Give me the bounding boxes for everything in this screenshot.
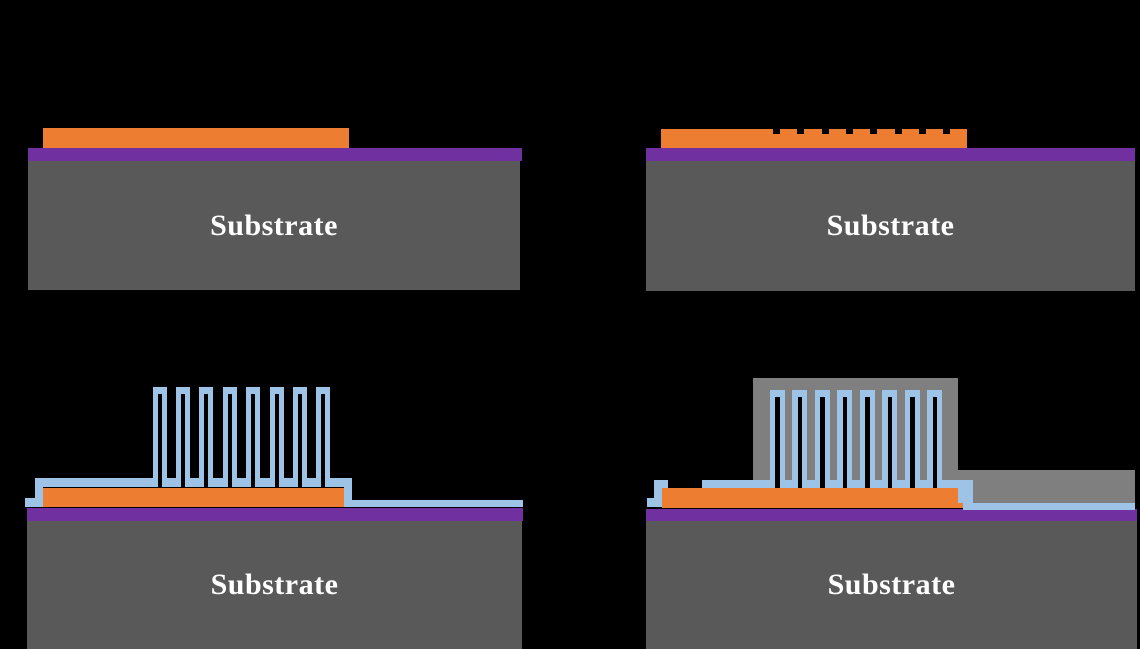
resist-notch [773,129,780,134]
conformal-film-right-strip [963,503,1135,510]
substrate-block [27,521,522,649]
fin-gap [227,394,232,488]
substrate-block [646,161,1135,291]
metal-layer [661,129,967,148]
substrate-block [28,161,520,290]
conformal-film-right-strip [352,500,523,507]
fin-gap [820,397,825,488]
fin-gap [180,394,185,488]
fin-gap [251,394,256,488]
resist-notch [943,129,951,134]
fin-gap [932,397,937,488]
barrier-layer [646,509,1137,521]
conformal-film-left-step [654,480,662,501]
metal-layer [662,488,963,508]
resist-notch [870,129,878,134]
barrier-layer [646,148,1135,161]
fin-gap [321,394,326,488]
conformal-film-left-foot [647,498,662,507]
resist-notch [918,129,926,134]
fin-gap [887,397,892,488]
conformal-film-right-step [344,478,352,507]
fin-gap [865,397,870,488]
metal-layer [43,128,349,148]
resist-notch [821,129,829,134]
substrate-label: Substrate [826,209,955,242]
fin-gap [775,397,780,488]
resist-notch [845,129,853,134]
conformal-film-left-foot [25,498,43,507]
resist-notch [797,129,805,134]
fin-gap [297,394,302,488]
metal-layer [43,488,346,507]
fin-gap [204,394,209,488]
conformal-film-top-strip [35,478,352,487]
fin-gap [842,397,847,488]
conformal-film-base-strip [702,480,958,488]
barrier-layer [28,148,522,161]
substrate-block [646,521,1137,649]
fin-gap [157,394,162,488]
fin-gap [910,397,915,488]
filler-block [753,378,958,480]
conformal-film-left-step [35,478,43,503]
filler-slab-right [958,470,1135,503]
substrate-label: Substrate [210,208,338,242]
conformal-film-right-step [958,480,973,503]
fin-gap [274,394,279,488]
fin-gap [797,397,802,488]
resist-notch [894,129,902,134]
substrate-label: Substrate [210,568,339,601]
substrate-label: Substrate [827,568,956,601]
barrier-layer [27,508,523,521]
